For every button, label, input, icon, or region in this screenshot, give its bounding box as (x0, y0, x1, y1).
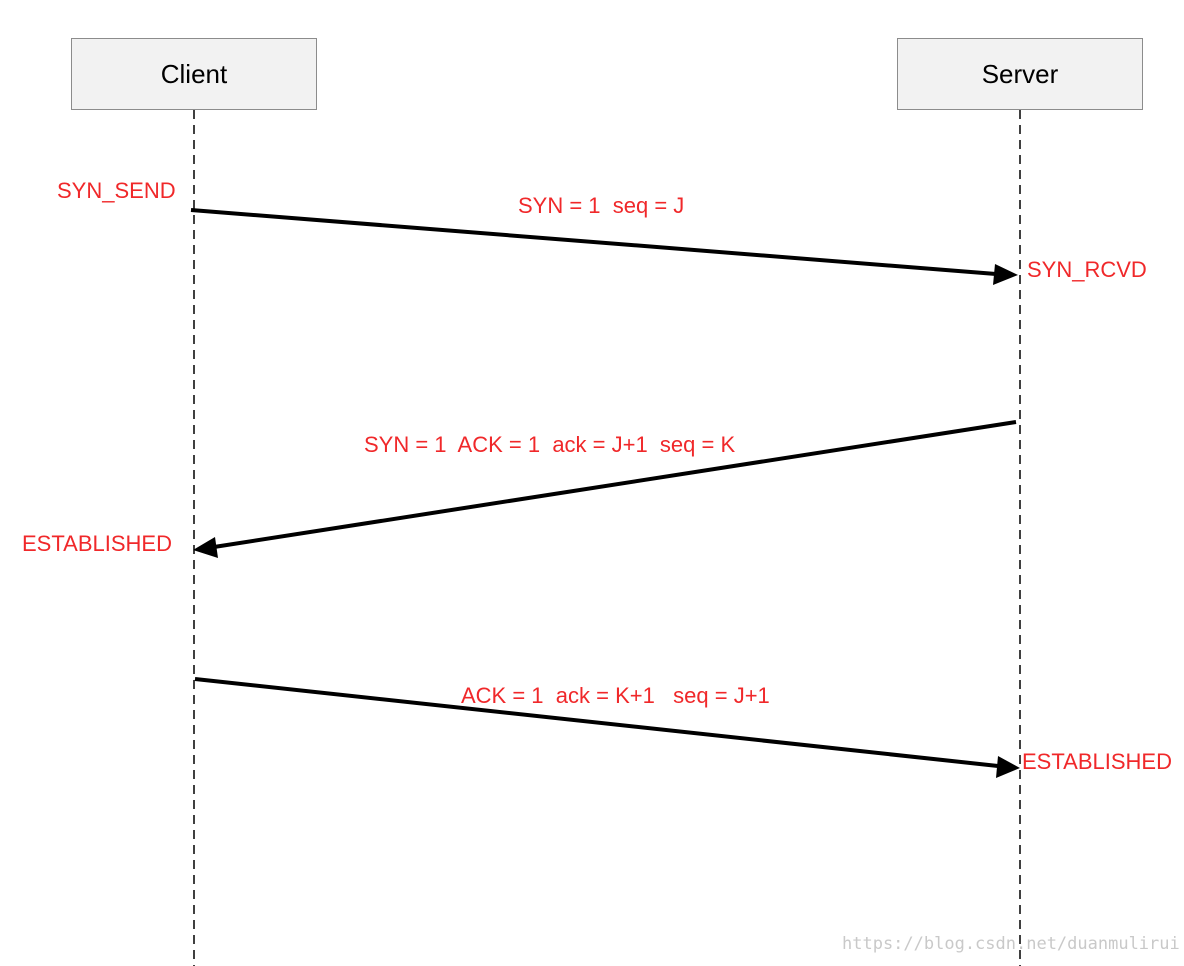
client-state-syn-send: SYN_SEND (57, 178, 176, 203)
server-actor-label: Server (981, 58, 1059, 89)
server-actor-box: Server (897, 38, 1143, 110)
watermark: https://blog.csdn.net/duanmulirui (842, 934, 1180, 954)
message-ack-arrow (194, 677, 1020, 778)
server-state-established: ESTABLISHED (1022, 749, 1172, 774)
message-syn-ack-arrow (193, 420, 1017, 558)
message-syn-label: SYN = 1 seq = J (518, 193, 685, 218)
message-syn-arrow (190, 208, 1018, 285)
message-ack-label: ACK = 1 ack = K+1 seq = J+1 (461, 683, 770, 708)
server-state-syn-rcvd: SYN_RCVD (1027, 257, 1147, 282)
client-actor-label: Client (160, 58, 228, 89)
client-actor-box: Client (71, 38, 317, 110)
message-syn-ack-label: SYN = 1 ACK = 1 ack = J+1 seq = K (364, 432, 736, 457)
client-state-established: ESTABLISHED (22, 531, 172, 556)
